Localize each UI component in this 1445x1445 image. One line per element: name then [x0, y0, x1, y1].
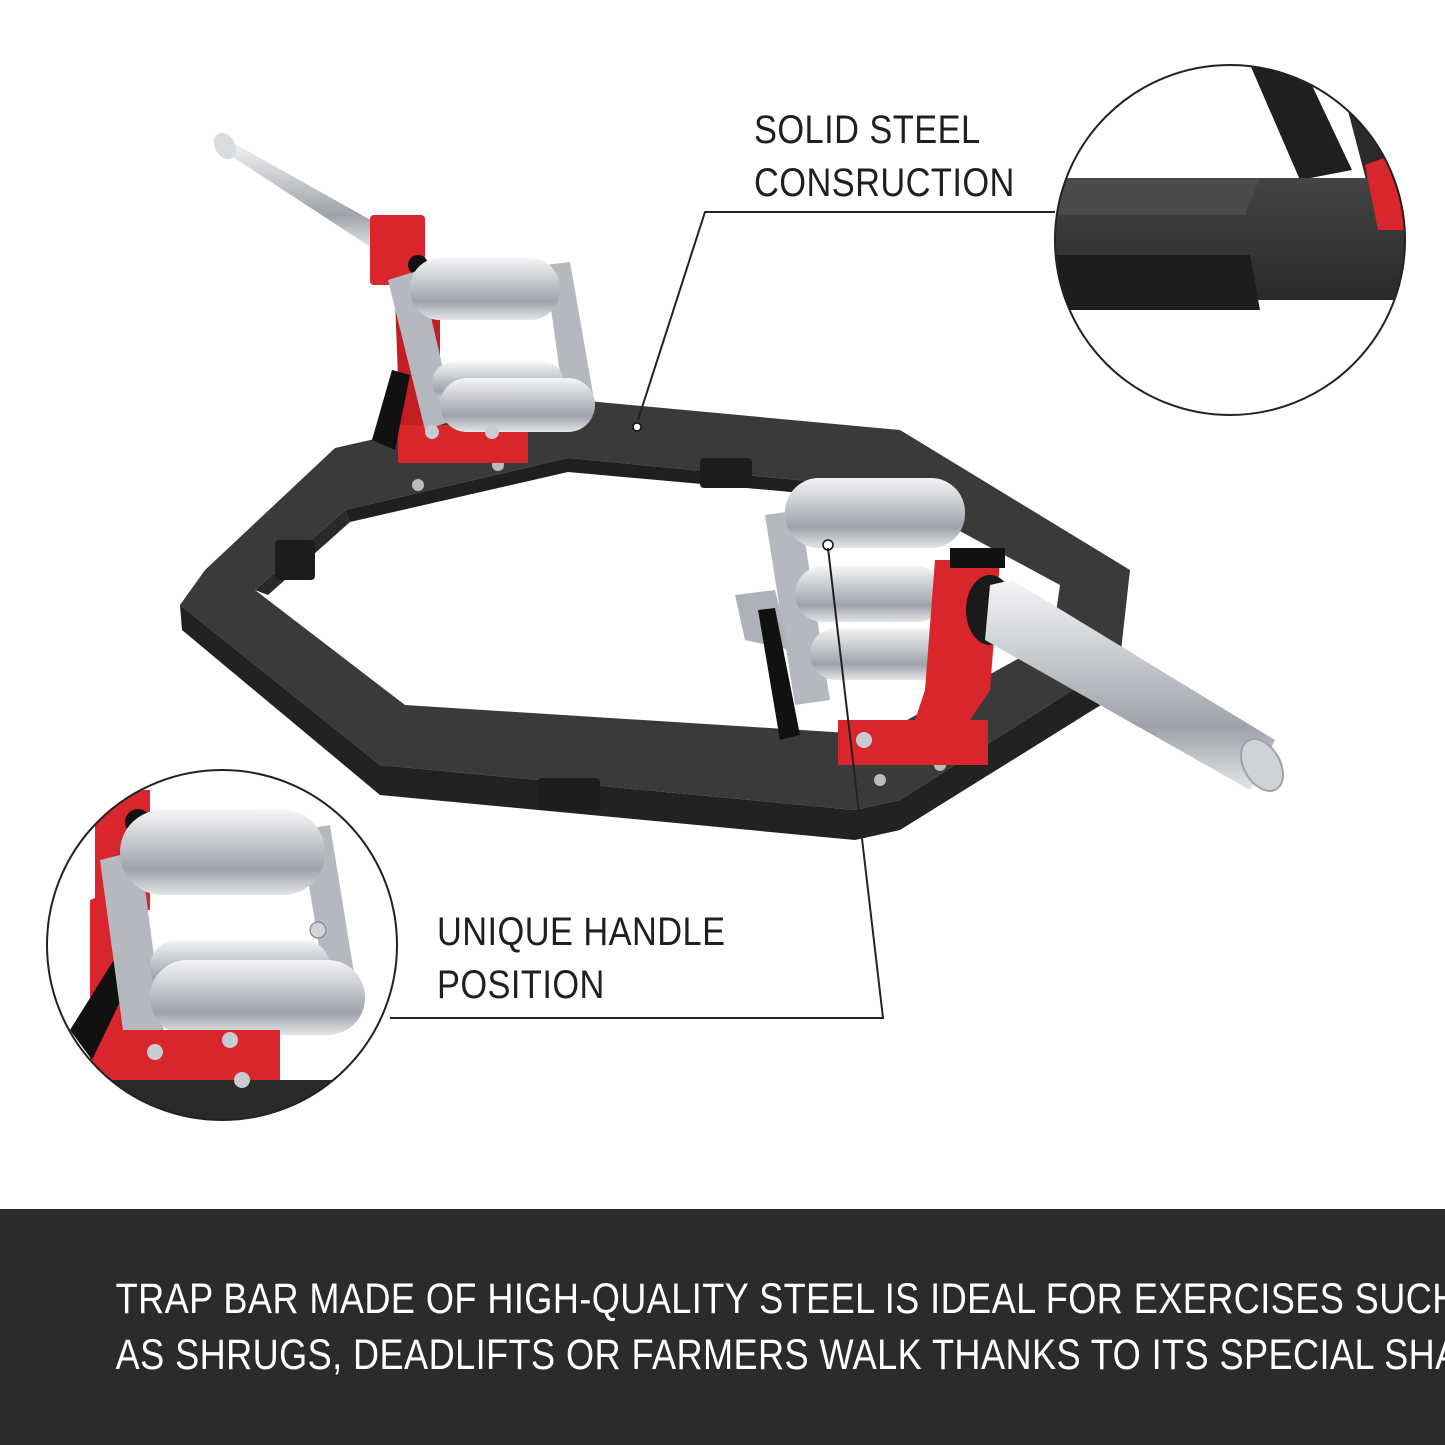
leader-lines	[390, 211, 1055, 1019]
callout-steel-construction: SOLID STEEL CONSRUCTION	[754, 104, 1015, 210]
banner-line1: TRAP BAR MADE OF HIGH-QUALITY STEEL IS I…	[115, 1275, 1445, 1323]
left-handle-assembly	[213, 132, 595, 463]
zoom-circle-handle	[46, 769, 398, 1121]
callout-steel-line2: CONSRUCTION	[754, 161, 1015, 205]
banner-description-text: TRAP BAR MADE OF HIGH-QUALITY STEEL IS I…	[115, 1271, 1445, 1383]
right-handle-assembly	[735, 478, 1284, 792]
callout-handle-line2: POSITION	[437, 963, 605, 1007]
description-banner	[0, 1209, 1445, 1445]
callout-handle-line1: UNIQUE HANDLE	[437, 910, 726, 954]
banner-line2: AS SHRUGS, DEADLIFTS OR FARMERS WALK THA…	[115, 1331, 1445, 1379]
callout-steel-line1: SOLID STEEL	[754, 108, 981, 152]
callout-handle-position: UNIQUE HANDLE POSITION	[437, 906, 725, 1012]
zoom-circle-steel	[1054, 64, 1406, 416]
